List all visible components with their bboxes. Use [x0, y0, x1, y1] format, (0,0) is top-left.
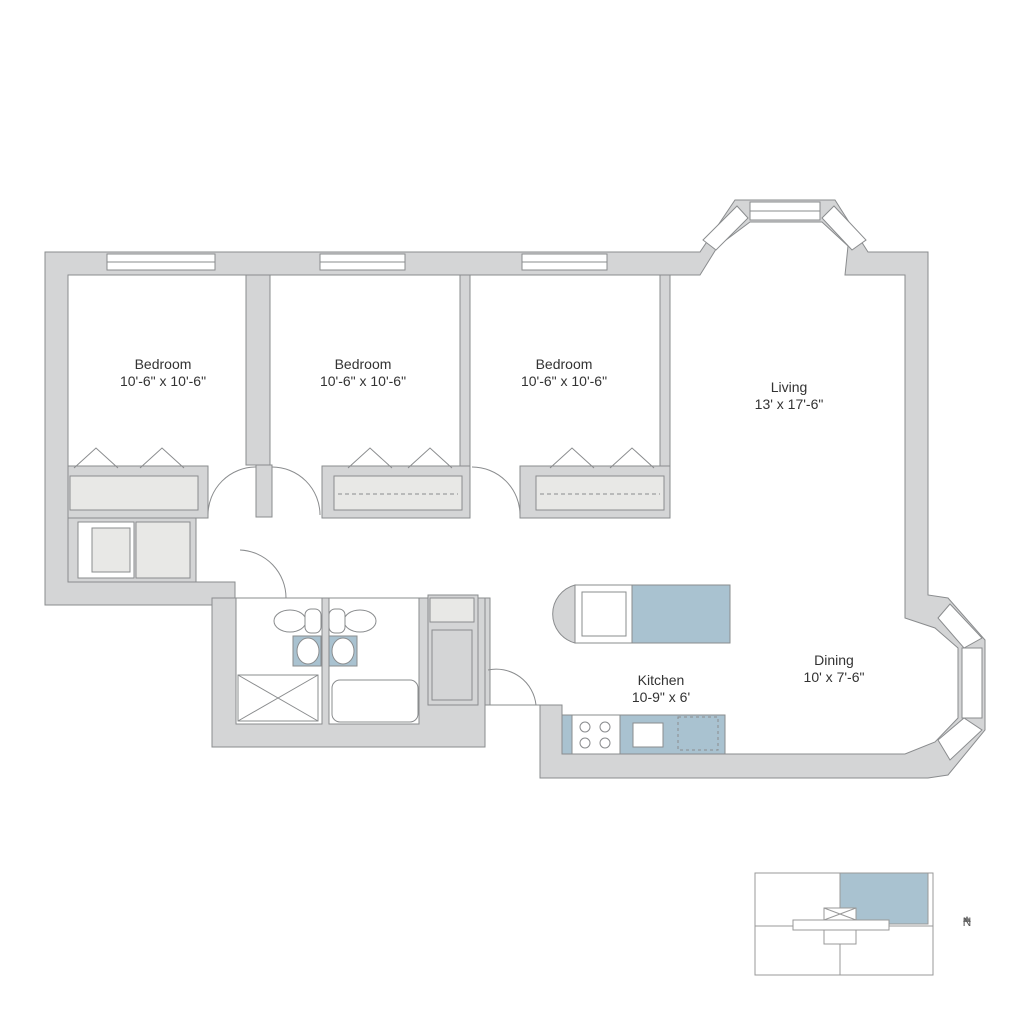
window [961, 647, 983, 719]
room-label-kitchen: Kitchen 10-9" x 6' [632, 672, 690, 706]
room-size: 10' x 7'-6" [803, 669, 865, 685]
kitchen-island-end [552, 584, 576, 644]
kitchen-island [631, 584, 731, 644]
room-label-bedroom-1: Bedroom 10'-6" x 10'-6" [120, 356, 206, 390]
room-name: Bedroom [334, 356, 392, 372]
window [937, 603, 983, 649]
stove [571, 714, 621, 755]
window [937, 717, 983, 761]
window [821, 205, 867, 251]
key-plan [754, 872, 934, 976]
room-size: 10'-6" x 10'-6" [119, 373, 207, 389]
wall [459, 274, 471, 471]
room-size: 10'-6" x 10'-6" [520, 373, 608, 389]
wall [255, 464, 273, 518]
room-name: Kitchen [637, 672, 685, 688]
toilet [273, 609, 307, 633]
north-arrow-icon [963, 916, 971, 922]
sink [632, 722, 664, 748]
room-name: Bedroom [535, 356, 593, 372]
room-label-living: Living 13' x 17'-6" [755, 379, 824, 413]
room-size: 10-9" x 6' [631, 689, 691, 705]
room-label-dining: Dining 10' x 7'-6" [804, 652, 865, 686]
bathtub [331, 679, 419, 723]
toilet [343, 609, 377, 633]
north-label: N [962, 915, 972, 929]
room-name: Bedroom [134, 356, 192, 372]
room-name: Dining [814, 652, 854, 668]
refrigerator [574, 584, 633, 644]
wall [245, 274, 271, 466]
closet [535, 475, 665, 511]
room-label-bedroom-3: Bedroom 10'-6" x 10'-6" [521, 356, 607, 390]
room-size: 10'-6" x 10'-6" [319, 373, 407, 389]
window [702, 205, 749, 251]
closet [69, 475, 199, 511]
room-size: 13' x 17'-6" [754, 396, 824, 412]
closet [333, 475, 463, 511]
room-name: Living [770, 379, 808, 395]
room-label-bedroom-2: Bedroom 10'-6" x 10'-6" [320, 356, 406, 390]
